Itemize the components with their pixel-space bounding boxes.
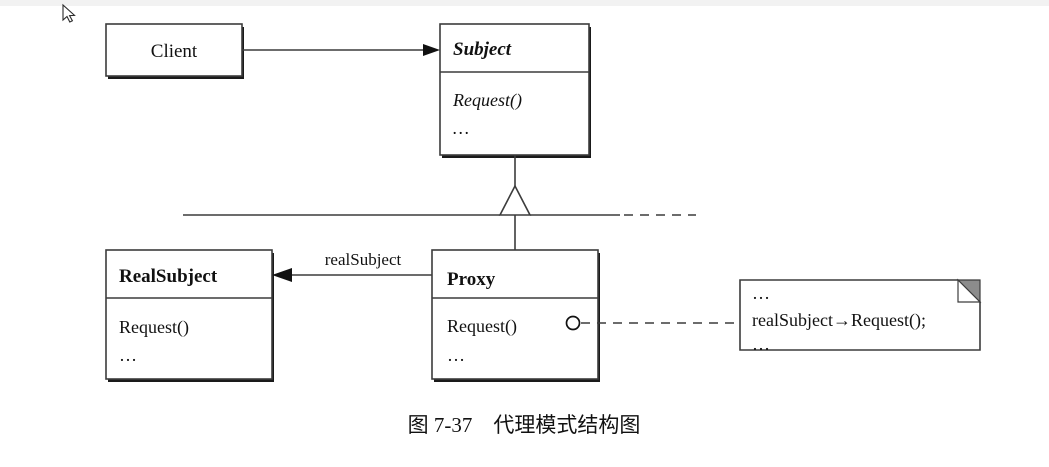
proxy-box [431, 249, 599, 380]
generalization-hollow-triangle [498, 184, 532, 216]
proxy-operation-ellipsis: … [447, 345, 465, 365]
proxy-class-name: Proxy [447, 269, 496, 290]
realsubject-role-label: realSubject [325, 250, 402, 269]
subject-box [439, 23, 590, 156]
subject-class-name: Subject [453, 39, 512, 60]
top-band [0, 0, 1049, 6]
edge-proxy-to-realsubject: realSubject [272, 250, 432, 282]
class-box-client[interactable]: Client [105, 23, 244, 79]
note-anchor-hollow-circle [565, 315, 581, 331]
note-fold-white-triangle [957, 278, 982, 303]
subject-operation-request: Request() [452, 90, 522, 111]
proxy-operation-request: Request() [447, 316, 517, 337]
mouse-pointer-icon [62, 3, 76, 23]
note-line-1: … [752, 283, 770, 303]
note-box-body [739, 279, 981, 351]
note-line-2: realSubject→Request(); [752, 310, 926, 331]
edge-client-to-subject [242, 44, 440, 56]
client-box [105, 23, 243, 77]
subject-operation-ellipsis: … [453, 118, 469, 138]
proxy-realsubject-arrowhead [272, 268, 292, 282]
realsubject-operation-request: Request() [119, 317, 189, 338]
client-class-name: Client [151, 41, 198, 62]
edge-proxy-note-anchor [565, 315, 740, 331]
class-box-subject[interactable]: Subject Request() … [439, 23, 591, 158]
realsubject-operation-ellipsis: … [119, 345, 137, 365]
note-box-proxy-request[interactable]: … realSubject→Request(); … [739, 278, 982, 354]
note-line-3: … [752, 334, 770, 354]
edge-generalization-group [183, 155, 696, 250]
class-box-realsubject[interactable]: RealSubject Request() … [105, 249, 274, 382]
realsubject-box [105, 249, 273, 380]
figure-caption: 图 7-37 代理模式结构图 [408, 413, 641, 437]
client-subject-arrowhead [423, 44, 440, 56]
realsubject-class-name: RealSubject [119, 266, 218, 287]
